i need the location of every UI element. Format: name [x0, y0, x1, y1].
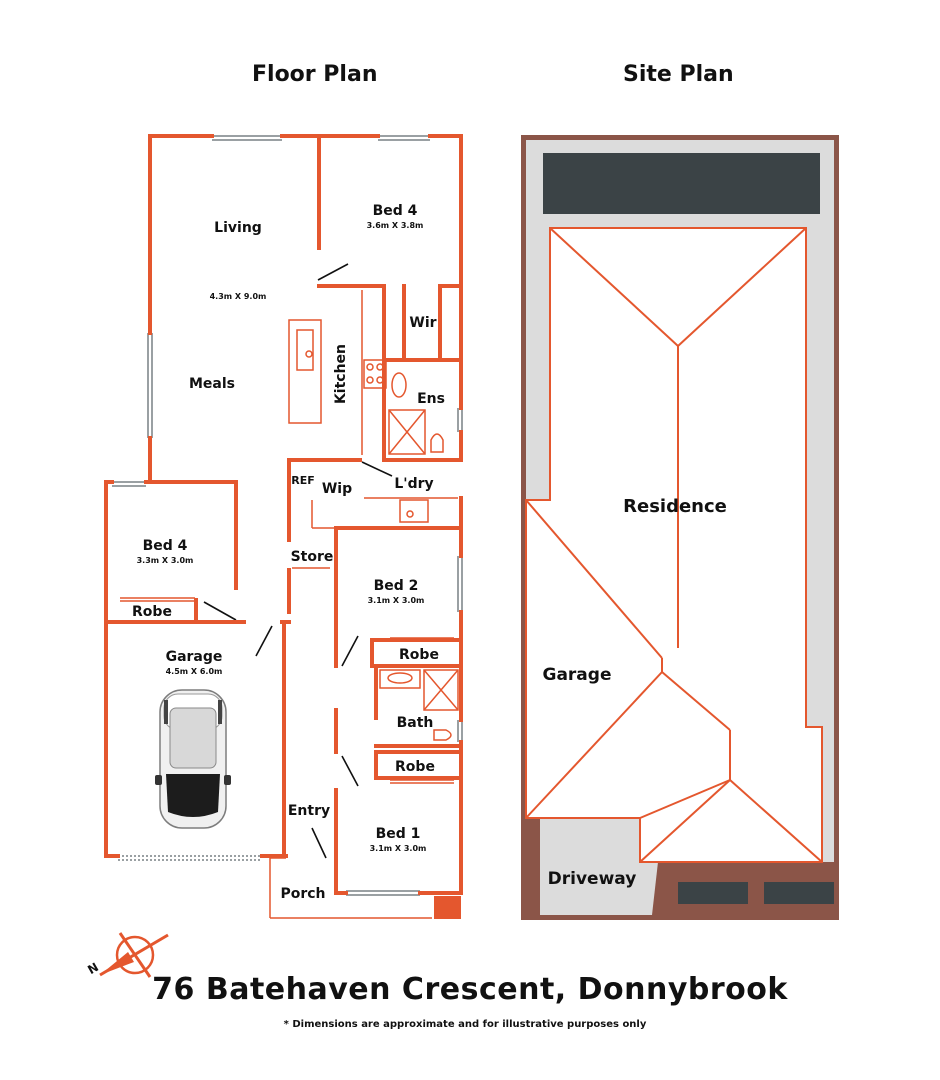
site-plan-heading: Site Plan [623, 62, 734, 87]
room-bed4-left-label: Bed 4 [143, 538, 188, 554]
front-panel-right [764, 882, 834, 904]
room-robe-3-label: Robe [395, 759, 435, 775]
room-bed4-left-dims: 3.3m X 3.0m [137, 556, 194, 565]
floor-plan: Living 4.3m X 9.0m Meals Bed 4 3.6m X 3.… [104, 134, 463, 919]
residence-roof [525, 227, 823, 863]
driveway-label: Driveway [548, 869, 637, 889]
front-panel-left [678, 882, 748, 904]
room-wir-label: Wir [409, 315, 436, 331]
floor-plan-doors [203, 263, 393, 859]
room-porch-label: Porch [280, 886, 325, 902]
roof-hip-lines [525, 227, 823, 863]
room-bed1-dims: 3.1m X 3.0m [370, 844, 427, 853]
room-robe-2-label: Robe [399, 647, 439, 663]
site-plan: Residence Garage Driveway [521, 135, 839, 920]
room-garage-dims: 4.5m X 6.0m [166, 667, 223, 676]
compass-icon: N [85, 932, 169, 978]
room-garage-label: Garage [166, 649, 223, 665]
room-laundry-label: L'dry [394, 476, 433, 492]
room-wip-label: Wip [322, 481, 352, 497]
room-living-label: Living [214, 220, 262, 236]
residence-label: Residence [623, 496, 727, 517]
room-bed2-dims: 3.1m X 3.0m [368, 596, 425, 605]
floor-plan-walls [104, 134, 463, 895]
room-bed1-label: Bed 1 [376, 826, 421, 842]
room-ref-label: REF [291, 474, 315, 487]
room-robe-1-label: Robe [132, 604, 172, 620]
driveway-area [526, 818, 658, 915]
room-bed4-top-dims: 3.6m X 3.8m [367, 221, 424, 230]
room-bed2-label: Bed 2 [374, 578, 419, 594]
car-icon [155, 689, 231, 829]
room-labels: Living 4.3m X 9.0m Meals Bed 4 3.6m X 3.… [132, 203, 445, 902]
room-living-dims: 4.3m X 9.0m [210, 292, 267, 301]
driveway-edge [526, 818, 540, 915]
room-entry-label: Entry [288, 803, 330, 819]
room-bed4-top-label: Bed 4 [373, 203, 418, 219]
floor-plan-windows [112, 135, 463, 896]
room-meals-label: Meals [189, 376, 235, 392]
floor-plan-corner-block [434, 896, 461, 919]
room-kitchen-label: Kitchen [333, 344, 349, 404]
room-bath-label: Bath [397, 715, 434, 731]
room-ens-label: Ens [417, 391, 445, 407]
floor-plan-heading: Floor Plan [252, 62, 378, 87]
property-address: 76 Batehaven Crescent, Donnybrook [152, 972, 788, 1007]
room-store-label: Store [291, 549, 334, 565]
site-garage-label: Garage [543, 665, 612, 685]
disclaimer-note: * Dimensions are approximate and for ill… [283, 1019, 647, 1030]
rear-roof-panel [543, 153, 820, 214]
